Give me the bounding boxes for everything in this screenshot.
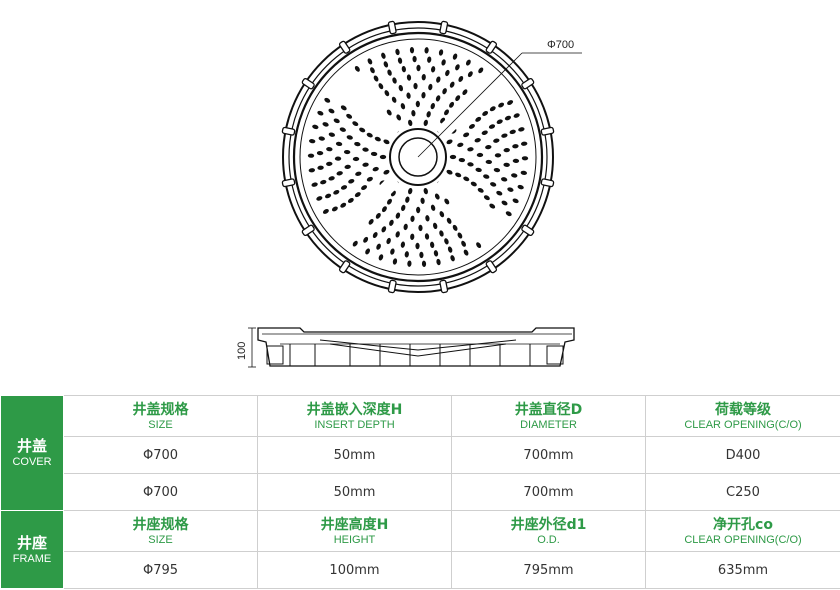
header-en: CLEAR OPENING(C/O) (684, 533, 802, 546)
header-en: SIZE (148, 418, 173, 431)
spec-table: 井盖 COVER 井盖规格 SIZE 井盖嵌入深度H INSERT DEPTH … (0, 395, 840, 589)
table-cell: 700mm (451, 473, 646, 511)
table-row: Φ795 100mm 795mm 635mm (1, 551, 840, 589)
manhole-cover-top-view: Φ700 (281, 20, 582, 294)
table-cell: 50mm (257, 436, 452, 474)
table-cell: 100mm (257, 551, 452, 589)
table-row: Φ700 50mm 700mm C250 (1, 473, 840, 511)
table-cell: Φ795 (63, 551, 258, 589)
frame-ribs (266, 344, 564, 366)
table-row: Φ700 50mm 700mm D400 (1, 436, 840, 474)
manhole-frame-side-view: 100 (236, 327, 575, 368)
cover-header-load-class: 荷载等级 CLEAR OPENING(C/O) (645, 395, 840, 437)
vent-hole-pattern (307, 46, 529, 268)
header-zh: 荷载等级 (715, 401, 771, 418)
diameter-label: Φ700 (547, 39, 574, 51)
table-cell: D400 (645, 436, 840, 474)
header-zh: 净开孔co (713, 516, 773, 533)
rim-lugs (281, 20, 555, 294)
table-cell: Φ700 (63, 473, 258, 511)
header-zh: 井盖规格 (132, 401, 189, 418)
cover-header-size: 井盖规格 SIZE (63, 395, 258, 437)
frame-label-en: FRAME (12, 552, 52, 565)
table-cell: 700mm (451, 436, 646, 474)
header-zh: 井座规格 (132, 516, 189, 533)
header-zh: 井盖嵌入深度H (306, 401, 403, 418)
header-en: INSERT DEPTH (314, 418, 395, 431)
cover-side-label: 井盖 COVER (0, 395, 64, 511)
height-label: 100 (236, 342, 248, 360)
cover-label-en: COVER (12, 456, 52, 468)
table-cell: Φ700 (63, 436, 258, 474)
spec-table-section: 井盖 COVER 井盖规格 SIZE 井盖嵌入深度H INSERT DEPTH … (0, 395, 840, 590)
frame-header-size: 井座规格 SIZE (63, 510, 258, 552)
frame-header-outer-diameter: 井座外径d1 O.D. (451, 510, 646, 552)
table-cell: 635mm (645, 551, 840, 589)
header-zh: 井座外径d1 (510, 516, 587, 533)
header-en: CLEAR OPENING(C/O) (684, 418, 802, 431)
frame-header-clear-opening: 净开孔co CLEAR OPENING(C/O) (645, 510, 840, 552)
cover-header-diameter: 井盖直径D DIAMETER (451, 395, 646, 437)
table-cell: 795mm (451, 551, 646, 589)
header-en: DIAMETER (520, 418, 577, 431)
header-en: O.D. (537, 533, 560, 546)
table-cell: 50mm (257, 473, 452, 511)
header-zh: 井座高度H (320, 516, 389, 533)
table-cell: C250 (645, 473, 840, 511)
header-en: SIZE (148, 533, 173, 546)
header-zh: 井盖直径D (514, 401, 583, 418)
cover-label-zh: 井盖 (16, 437, 47, 455)
technical-drawing: Φ700 100 (236, 20, 582, 368)
header-en: HEIGHT (333, 533, 376, 546)
frame-side-label: 井座 FRAME (0, 510, 64, 589)
frame-header-height: 井座高度H HEIGHT (257, 510, 452, 552)
frame-label-zh: 井座 (16, 533, 47, 552)
cover-header-insert-depth: 井盖嵌入深度H INSERT DEPTH (257, 395, 452, 437)
